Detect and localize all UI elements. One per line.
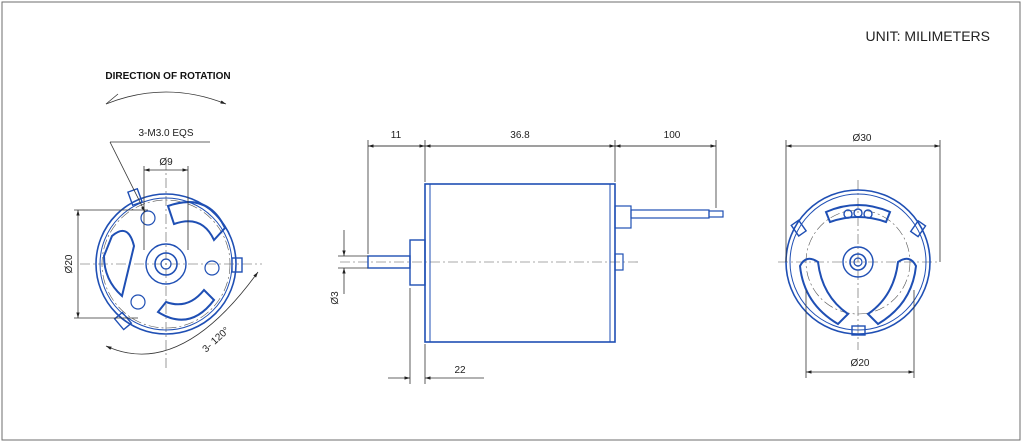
screw-hole-3	[130, 294, 146, 310]
output-shaft	[367, 255, 411, 269]
side-view: 11 36.8 100 Ø3 22	[330, 130, 724, 384]
rear-tab-left	[790, 219, 808, 238]
lead-tip	[708, 210, 724, 218]
terminal-pin-3	[863, 209, 873, 219]
rear-vent-2	[866, 257, 918, 326]
rear-terminal-block	[614, 205, 632, 229]
rotation-arrow	[105, 91, 227, 105]
rear-bushing-mid	[849, 253, 867, 271]
rear-vent-1	[798, 257, 850, 326]
rear-bushing-outer	[842, 246, 874, 278]
screw-hole-2	[204, 260, 220, 276]
motor-body	[424, 183, 616, 343]
terminal-pin-2	[853, 208, 863, 218]
screw-callout: 3-M3.0 EQS	[138, 128, 193, 139]
front-view: DIRECTION OF ROTATION 3-M3.0 EQS	[64, 71, 262, 370]
rear-view: Ø30 Ø20	[778, 133, 941, 378]
screw-hole-1	[140, 210, 156, 226]
lead-length-label: 100	[664, 130, 681, 141]
angle-arc	[105, 271, 259, 355]
angle-label: 3- 120°	[201, 325, 232, 355]
vent-slot-1	[166, 201, 227, 242]
vent-slot-2	[102, 229, 136, 298]
front-flange-boss	[409, 239, 426, 286]
flange-offset-label: 22	[454, 365, 466, 376]
front-shaft	[160, 258, 172, 270]
rear-terminal-housing	[824, 204, 892, 224]
unit-label: UNIT: MILIMETERS	[866, 28, 990, 44]
vent-slot-3	[156, 288, 216, 321]
hole-dia-label: Ø9	[159, 157, 173, 168]
lead-wire	[630, 209, 710, 219]
rear-rim-circle	[789, 193, 927, 331]
tab-top	[127, 187, 143, 207]
screw-callout-leader	[109, 141, 146, 213]
rear-tab-right	[909, 219, 927, 238]
shaft-protrusion-label: 11	[391, 130, 402, 141]
bolt-circle	[101, 199, 231, 329]
rear-inner-dia-label: Ø20	[851, 358, 870, 369]
rotation-label: DIRECTION OF ROTATION	[105, 71, 230, 82]
rear-outer-dia-label: Ø30	[853, 133, 872, 144]
rear-tab-bottom	[851, 325, 866, 336]
body-length-label: 36.8	[510, 130, 530, 141]
shaft-dia-label: Ø3	[330, 291, 341, 305]
bolt-circle-label: Ø20	[64, 254, 75, 273]
terminal-pin-1	[843, 209, 853, 219]
rear-pitch-circle	[805, 209, 911, 315]
rotation-arrow-tail	[105, 93, 119, 105]
rear-bushing	[614, 253, 624, 271]
tab-right	[231, 257, 243, 273]
rear-shaft	[853, 257, 863, 267]
